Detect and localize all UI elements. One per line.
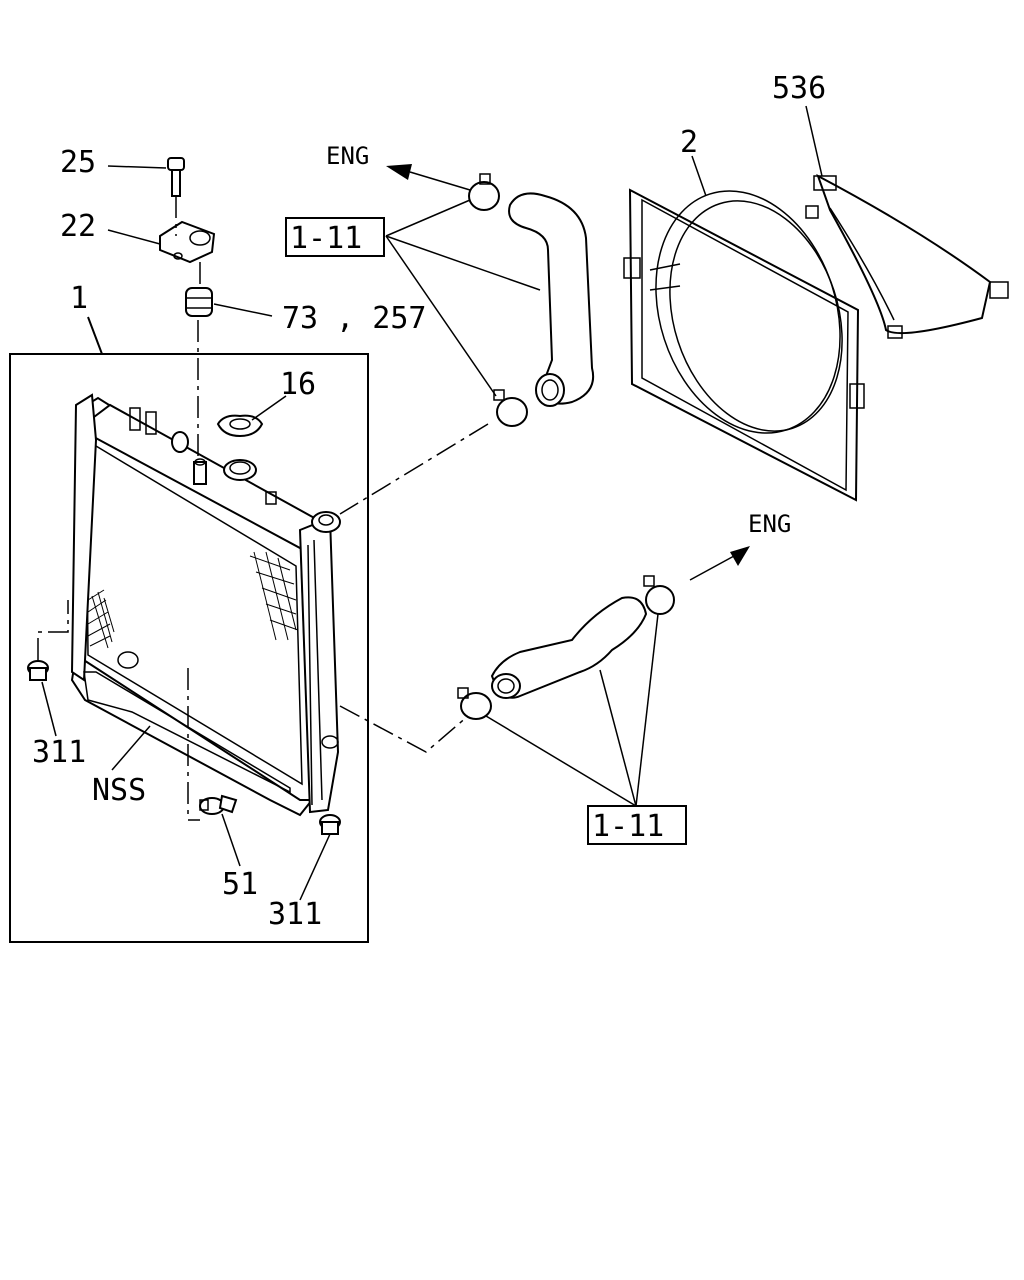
label-part-73-257: 73 , 257 bbox=[282, 301, 427, 336]
label-part-51: 51 bbox=[222, 867, 258, 902]
label-part-25: 25 bbox=[60, 145, 96, 180]
label-part-536: 536 bbox=[772, 71, 826, 106]
label-part-16: 16 bbox=[280, 367, 316, 402]
reference-label-lower: 1-11 bbox=[592, 809, 664, 844]
radiator-core bbox=[70, 393, 341, 817]
label-eng-upper: ENG bbox=[326, 142, 369, 170]
lower-radiator-hose bbox=[490, 596, 648, 699]
reference-box-lower bbox=[587, 805, 687, 845]
label-nss: NSS bbox=[92, 773, 146, 808]
leader-lines bbox=[41, 105, 823, 901]
mount-bracket bbox=[159, 220, 216, 264]
lower-fan-shroud bbox=[805, 173, 1009, 339]
mount-bushing-right bbox=[319, 814, 341, 835]
label-part-311-bottom: 311 bbox=[268, 897, 322, 932]
drain-plug bbox=[199, 794, 238, 815]
reference-box-upper bbox=[285, 217, 385, 257]
hose-clamp-lower-left bbox=[457, 687, 492, 720]
hose-clamp-lower-right bbox=[643, 575, 675, 615]
hose-clamp-upper-top bbox=[468, 173, 500, 211]
upper-radiator-hose bbox=[508, 192, 594, 407]
mount-bolt bbox=[167, 157, 185, 197]
label-part-22: 22 bbox=[60, 209, 96, 244]
label-part-1: 1 bbox=[70, 281, 88, 316]
fan-shroud bbox=[623, 188, 865, 502]
label-part-311-left: 311 bbox=[32, 735, 86, 770]
mount-bushing-left bbox=[27, 660, 49, 681]
reference-label-upper: 1-11 bbox=[290, 221, 362, 256]
radiator-cap bbox=[216, 414, 264, 438]
label-part-2: 2 bbox=[680, 125, 698, 160]
radiator-assembly-frame bbox=[9, 316, 369, 943]
label-eng-lower: ENG bbox=[748, 510, 791, 538]
hose-clamp-upper-bottom bbox=[493, 389, 528, 427]
mount-grommet bbox=[185, 287, 213, 317]
